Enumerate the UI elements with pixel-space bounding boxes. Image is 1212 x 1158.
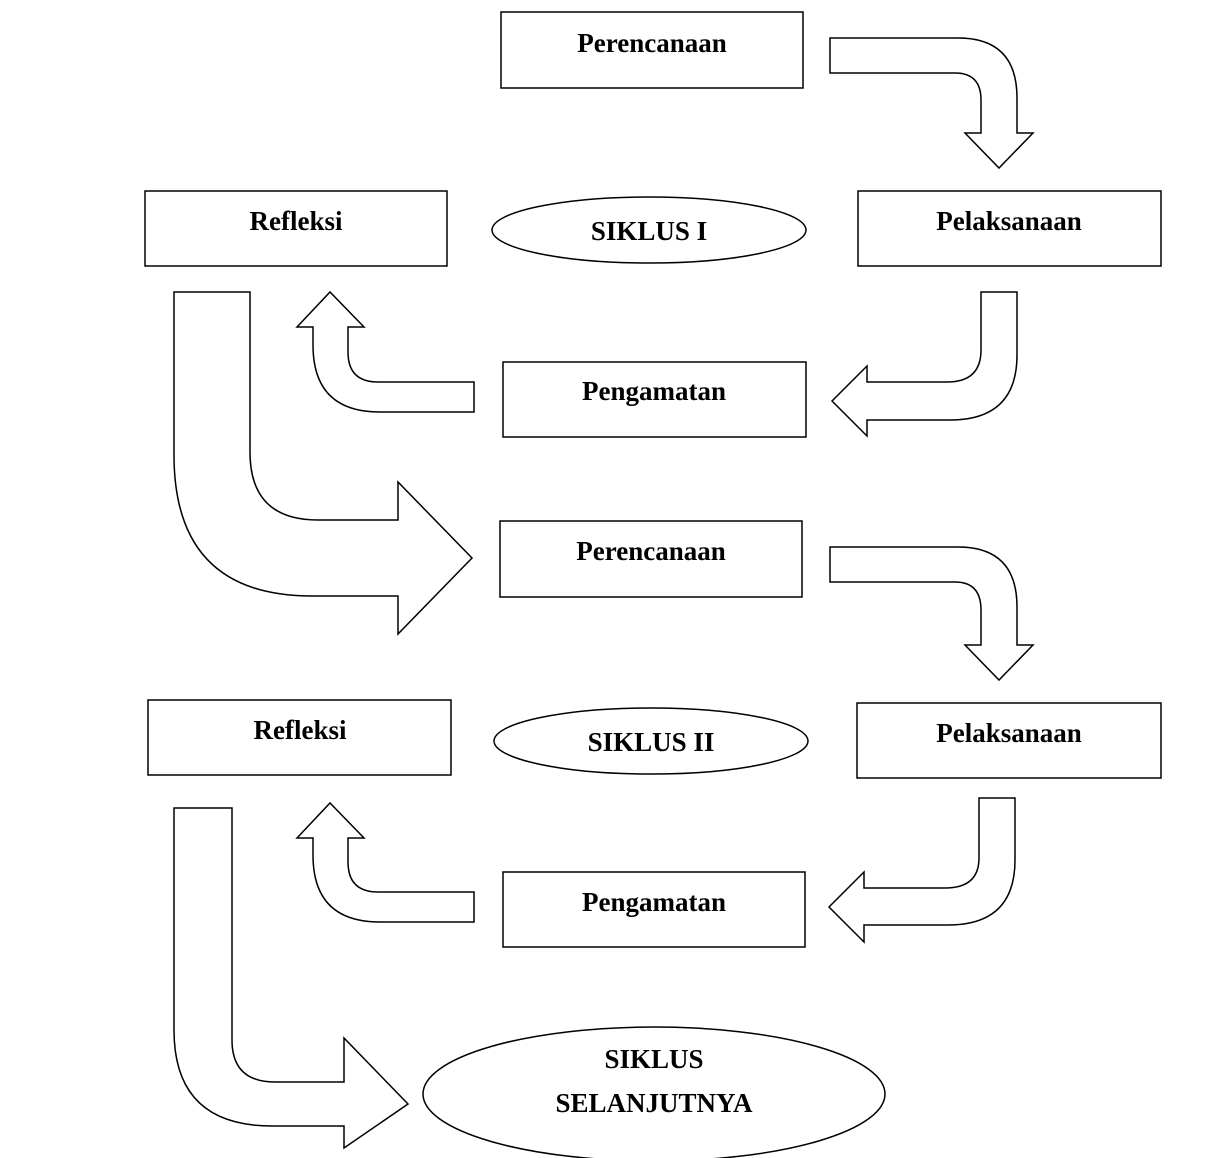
cycle-1-ellipse [491, 196, 807, 264]
cycle-1: Perencanaan Pelaksanaan Pengamatan Refle… [144, 11, 1162, 438]
cycle-2-planning-label: Perencanaan [576, 536, 726, 566]
arrow-observing-to-reflecting-1 [295, 290, 475, 413]
arrow-planning-to-acting-1 [829, 37, 1035, 170]
next-cycle-label-line-1: SIKLUS [604, 1044, 703, 1074]
arrow-acting-to-observing-1 [830, 291, 1018, 438]
arrow-cycle-2-to-next-cycle [173, 807, 410, 1150]
cycle-2-ellipse [493, 707, 809, 775]
cycle-1-planning-label: Perencanaan [577, 28, 727, 58]
cycle-1-acting-label: Pelaksanaan [936, 206, 1082, 236]
cycle-1-reflecting-label: Refleksi [250, 206, 343, 236]
arrow-cycle-1-to-cycle-2 [173, 291, 474, 636]
cycle-2-planning-box [499, 520, 803, 598]
cycle-2-title: SIKLUS II [588, 727, 715, 757]
cycle-2-observing-box [502, 871, 806, 948]
next-cycle-ellipse [422, 1026, 886, 1158]
cycle-2-observing-label: Pengamatan [582, 887, 726, 917]
cycle-2-reflecting-box [147, 699, 452, 776]
arrow-planning-to-acting-2 [829, 546, 1035, 682]
cycle-1-acting-box [857, 190, 1162, 267]
next-cycle-label-line-2: SELANJUTNYA [555, 1088, 753, 1118]
cycle-1-observing-label: Pengamatan [582, 376, 726, 406]
cycle-1-observing-box [502, 361, 807, 438]
cycle-2-reflecting-label: Refleksi [254, 715, 347, 745]
arrow-acting-to-observing-2 [827, 797, 1016, 944]
cycle-2-acting-label: Pelaksanaan [936, 718, 1082, 748]
cycle-2-acting-box [856, 702, 1162, 779]
cycle-2: Perencanaan Pelaksanaan Pengamatan Refle… [147, 520, 1162, 948]
arrow-observing-to-reflecting-2 [295, 801, 475, 923]
cycle-1-title: SIKLUS I [591, 216, 707, 246]
cycle-1-reflecting-box [144, 190, 448, 267]
cycle-1-planning-box [500, 11, 804, 89]
next-cycle: SIKLUS SELANJUTNYA [422, 1026, 886, 1158]
